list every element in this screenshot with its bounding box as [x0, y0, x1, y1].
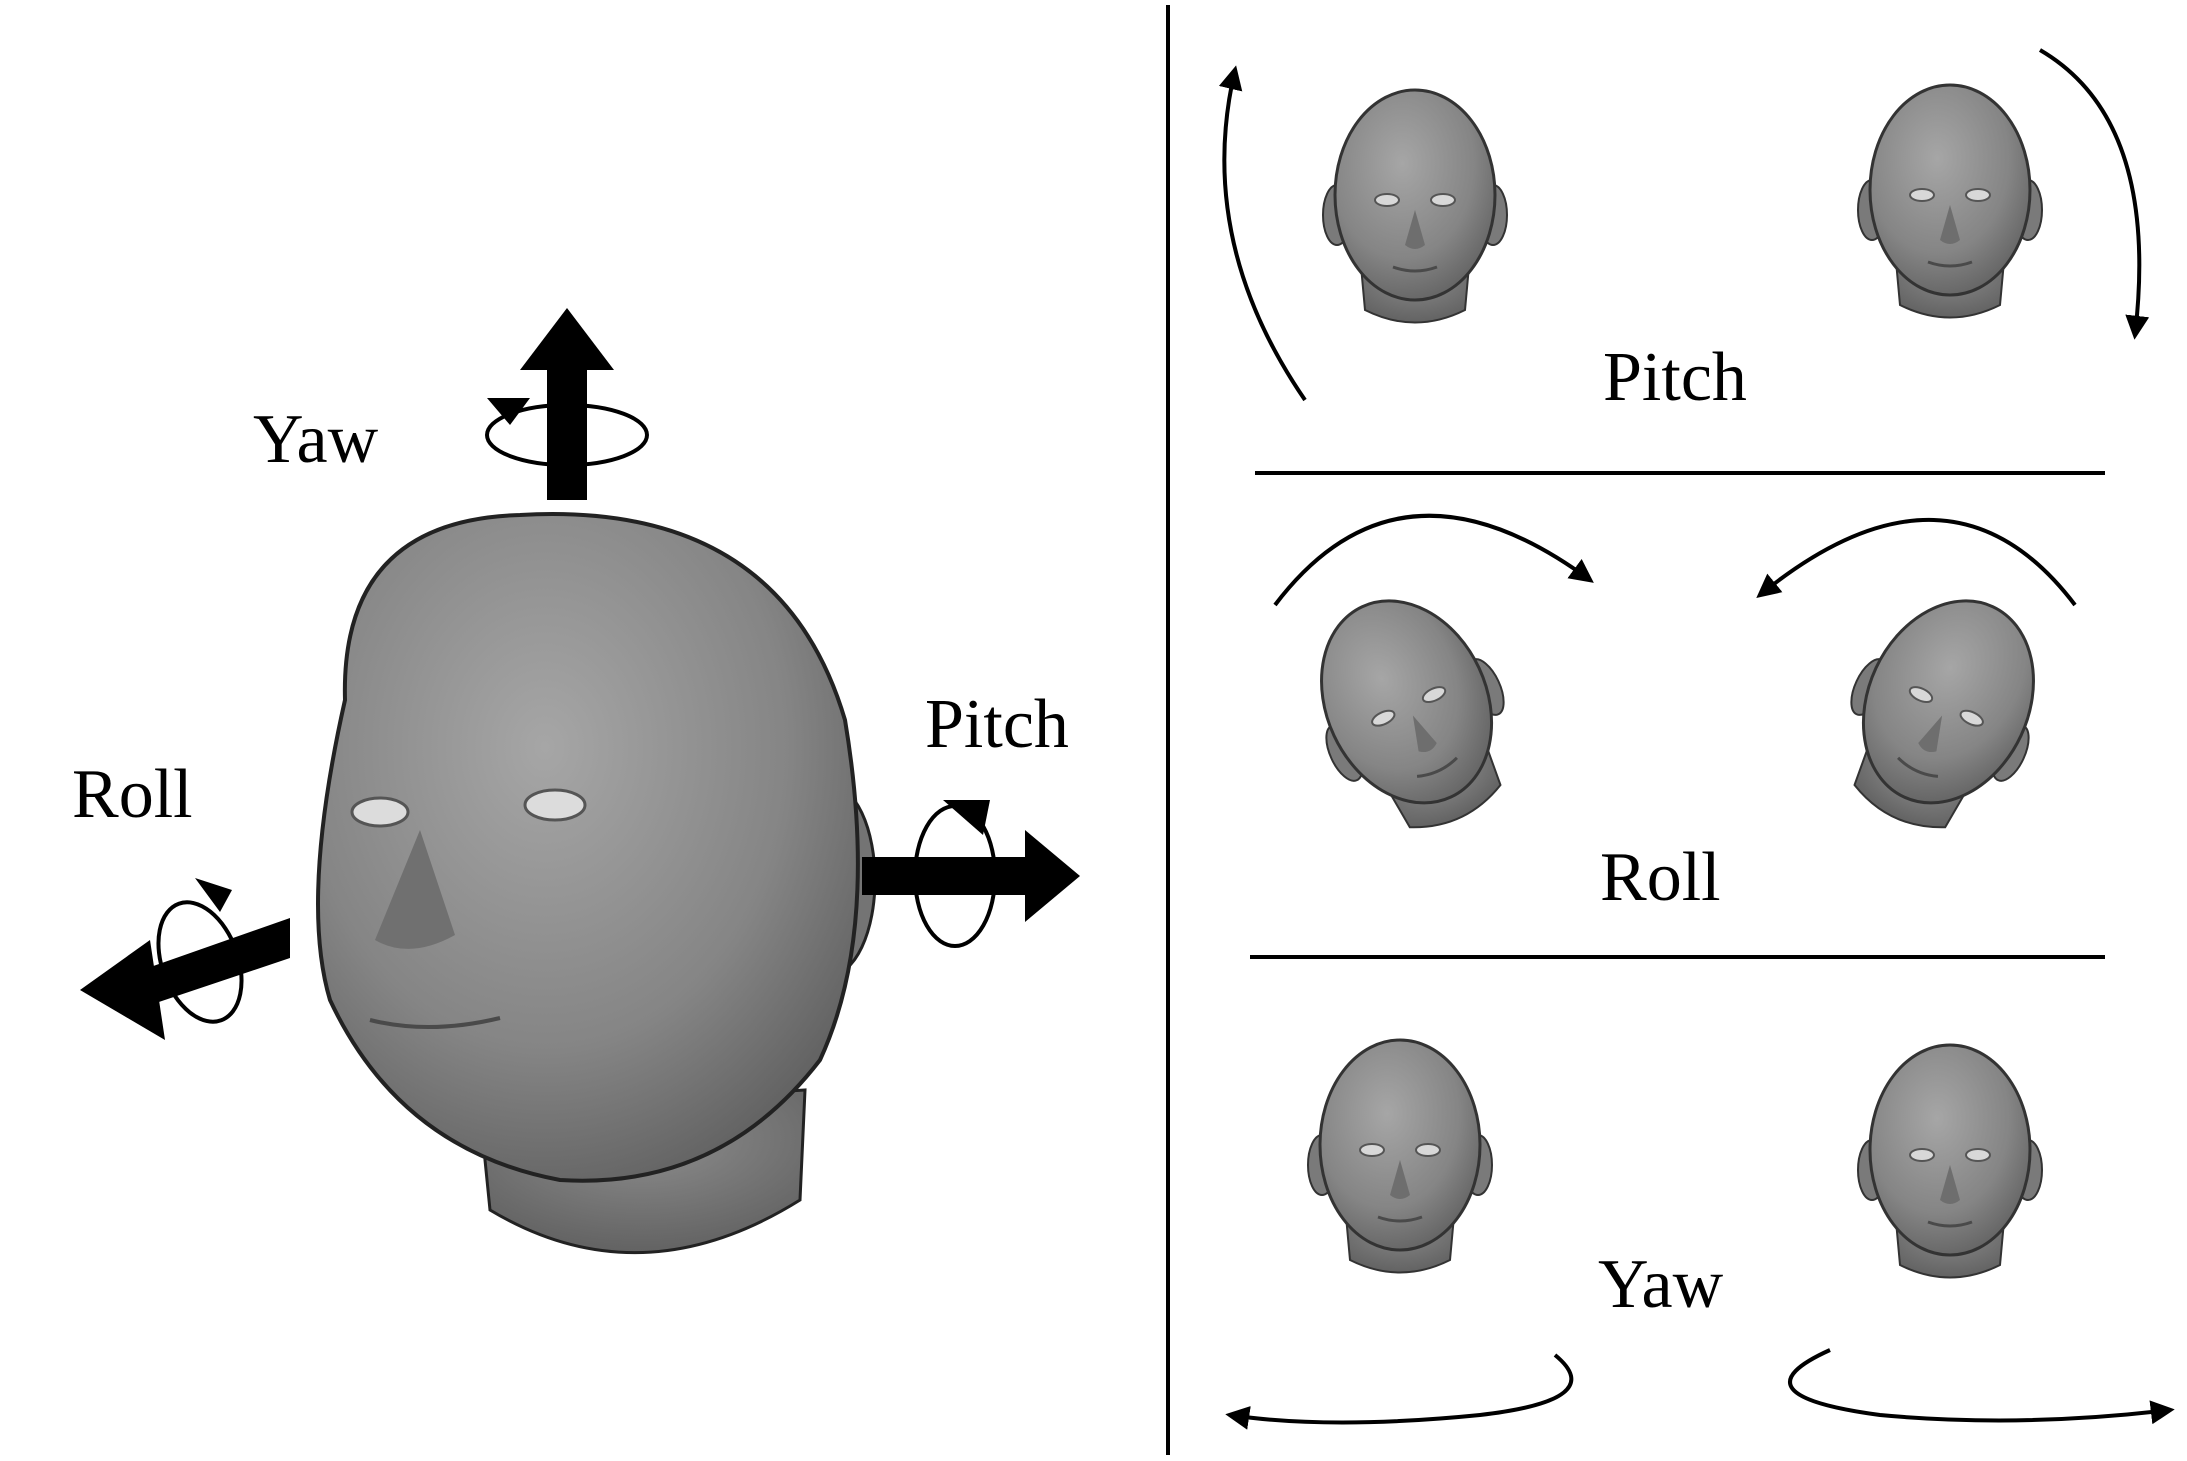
roll-rotation-arrowhead: [195, 878, 232, 912]
panel-pitch-label: Pitch: [1603, 339, 1747, 416]
yaw-left-arrow: [1225, 1353, 1574, 1430]
pitch-rotation-arrowhead: [943, 800, 990, 835]
roll-counterclockwise-arrow: [1756, 517, 2077, 607]
pitch-head-down: [1856, 83, 2044, 319]
yaw-right-arrow: [1788, 1348, 2175, 1425]
pitch-panel: [1218, 48, 2150, 402]
panel-yaw-label: Yaw: [1598, 1246, 1724, 1323]
pitch-head-up: [1321, 88, 1509, 324]
roll-axis-arrow: [80, 878, 290, 1040]
yaw-head-right: [1856, 1043, 2044, 1279]
yaw-head-left: [1306, 1038, 1494, 1274]
main-mouth: [369, 1016, 501, 1029]
roll-head-left: [1277, 566, 1546, 858]
main-yaw-label: Yaw: [253, 401, 379, 478]
yaw-panel: [1225, 1038, 2175, 1430]
roll-panel: [1273, 513, 2078, 858]
pitch-down-arrow: [2038, 48, 2150, 340]
main-nose: [375, 830, 455, 949]
pitch-axis-arrow: [862, 800, 1080, 948]
main-head-model: [316, 512, 877, 1255]
pitch-up-arrow: [1218, 65, 1307, 402]
roll-head-right: [1809, 566, 2078, 858]
yaw-rotation-arrowhead: [487, 398, 530, 425]
main-pitch-label: Pitch: [925, 686, 1069, 763]
main-eye-right: [523, 788, 587, 822]
panel-roll-label: Roll: [1600, 839, 1721, 916]
main-roll-label: Roll: [72, 756, 193, 833]
roll-clockwise-arrow: [1273, 513, 1594, 607]
yaw-axis-arrow: [485, 308, 649, 500]
main-eye-left: [350, 796, 410, 828]
